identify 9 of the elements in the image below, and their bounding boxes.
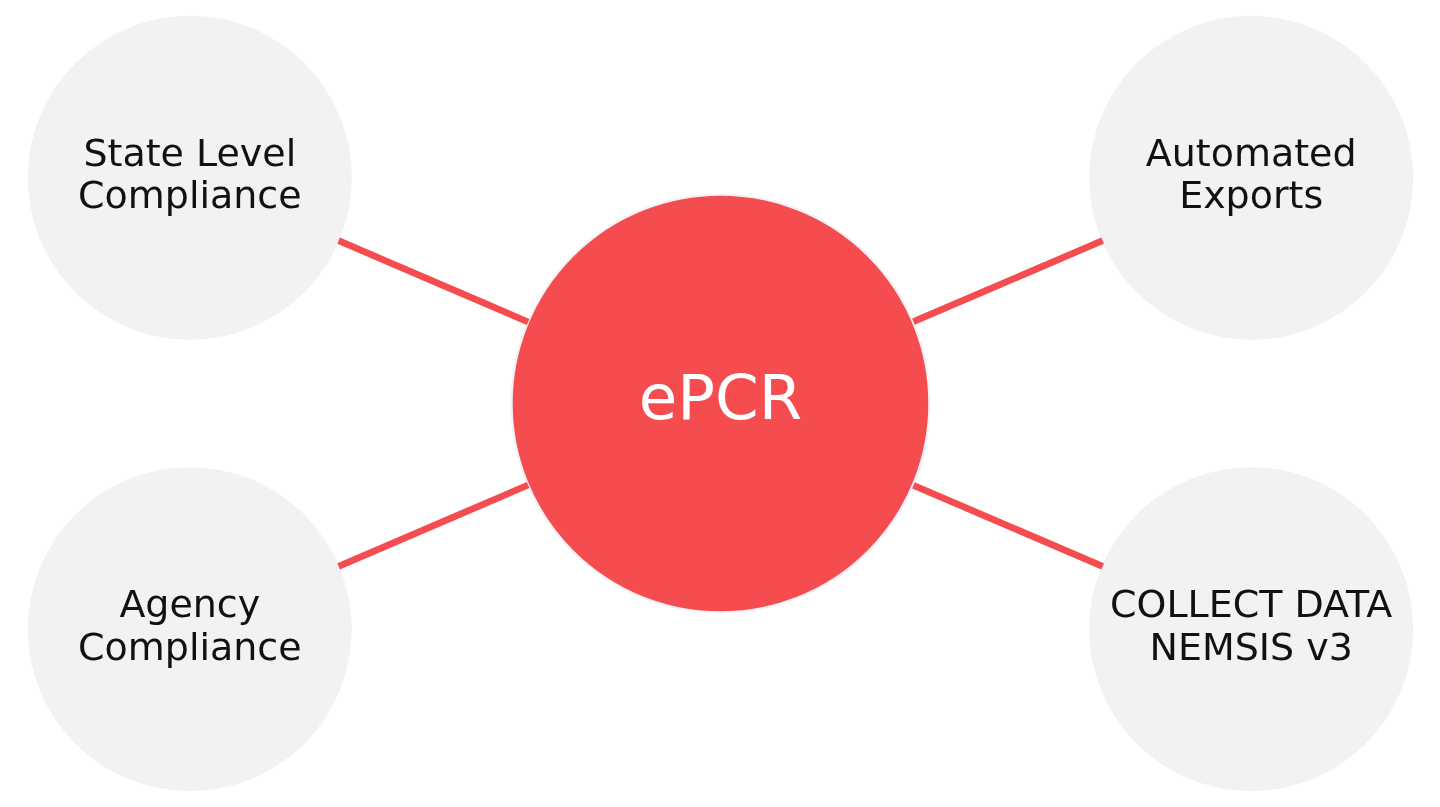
connector	[336, 481, 529, 570]
node-circle: Automated Exports	[1088, 15, 1413, 340]
node-circle: COLLECT DATA NEMSIS v3	[1088, 467, 1413, 792]
node-circle: ePCR	[509, 193, 931, 614]
connector	[911, 237, 1104, 325]
connector	[911, 482, 1104, 570]
node-circle: State Level Compliance	[27, 15, 352, 340]
connector	[336, 237, 529, 326]
node-circle: Agency Compliance	[27, 467, 352, 792]
